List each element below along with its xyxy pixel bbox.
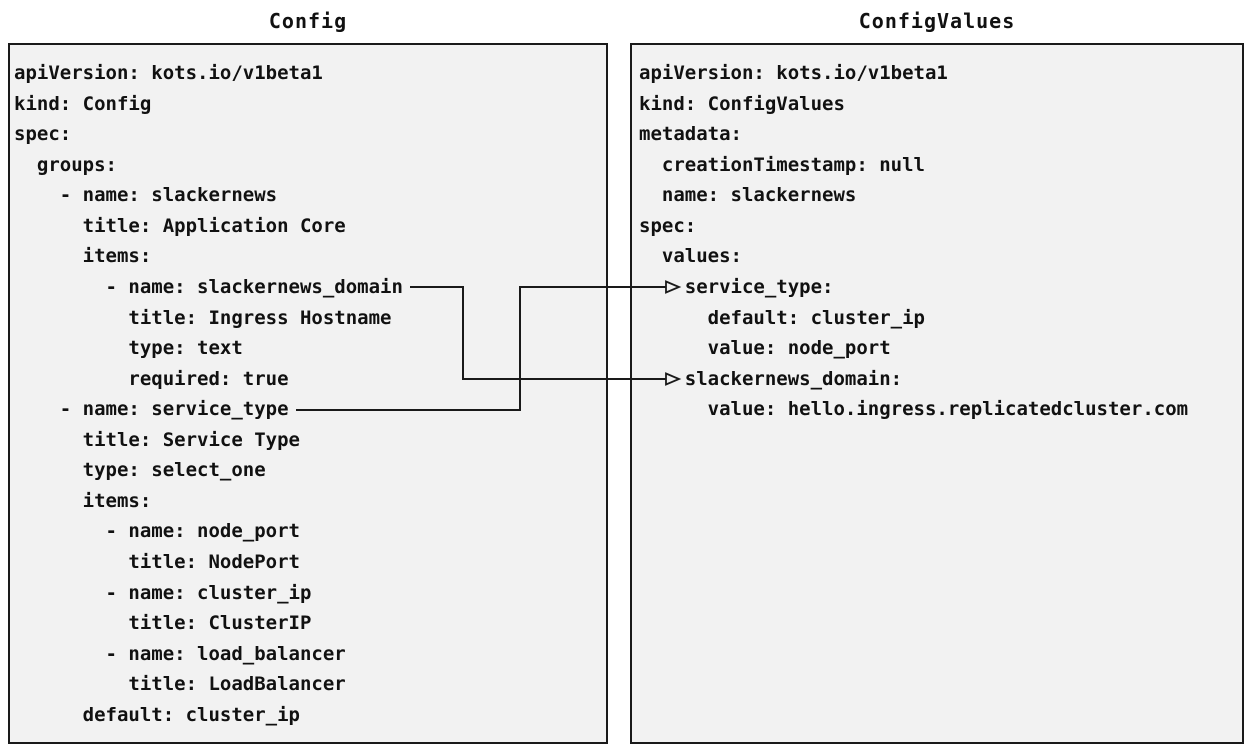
yaml-line: spec: (639, 214, 697, 237)
yaml-line: title: Service Type (14, 428, 300, 451)
yaml-line: - name: slackernews_domain (14, 275, 403, 298)
yaml-line: title: NodePort (14, 551, 300, 573)
configvalues-panel-title: ConfigValues (858, 9, 1016, 33)
yaml-line: metadata: (639, 123, 742, 146)
yaml-line: title: Ingress Hostname (14, 306, 392, 329)
yaml-line: kind: Config (14, 92, 152, 115)
yaml-line: apiVersion: kots.io/v1beta1 (14, 62, 323, 84)
yaml-line: value: node_port (639, 337, 891, 360)
yaml-line: title: LoadBalancer (14, 673, 346, 696)
yaml-line: default: cluster_ip (14, 703, 300, 726)
config-panel-title: Config (268, 9, 348, 33)
yaml-line: name: slackernews (639, 184, 857, 207)
yaml-line: - name: cluster_ip (14, 581, 312, 604)
yaml-line: service_type: (639, 275, 834, 298)
yaml-line: title: ClusterIP (14, 612, 312, 635)
yaml-line: required: true (14, 367, 289, 390)
yaml-line: - name: service_type (14, 398, 289, 421)
yaml-line: groups: (14, 153, 117, 176)
yaml-line: type: text (14, 337, 243, 360)
yaml-line: creationTimestamp: null (639, 153, 925, 176)
yaml-line: type: select_one (14, 459, 266, 482)
yaml-line: kind: ConfigValues (639, 92, 845, 115)
yaml-line: value: hello.ingress.replicatedcluster.c… (639, 398, 1189, 421)
yaml-line: slackernews_domain: (639, 367, 903, 390)
yaml-line: values: (639, 245, 742, 268)
yaml-line: items: (14, 245, 152, 268)
yaml-line: default: cluster_ip (639, 306, 925, 329)
config-panel: Config apiVersion: kots.io/v1beta1 kind: … (8, 0, 608, 744)
yaml-line: apiVersion: kots.io/v1beta1 (639, 62, 948, 84)
yaml-line: title: Application Core (14, 214, 346, 237)
yaml-line: - name: node_port (14, 520, 300, 543)
configvalues-panel: ConfigValues apiVersion: kots.io/v1beta1… (630, 0, 1244, 744)
configvalues-yaml-code: apiVersion: kots.io/v1beta1 kind: ConfigV… (630, 43, 1244, 744)
yaml-line: - name: load_balancer (14, 642, 346, 665)
yaml-line: - name: slackernews (14, 184, 278, 207)
config-yaml-code: apiVersion: kots.io/v1beta1 kind: Config s… (8, 43, 608, 744)
yaml-line: items: (14, 489, 152, 512)
yaml-line: spec: (14, 123, 72, 146)
